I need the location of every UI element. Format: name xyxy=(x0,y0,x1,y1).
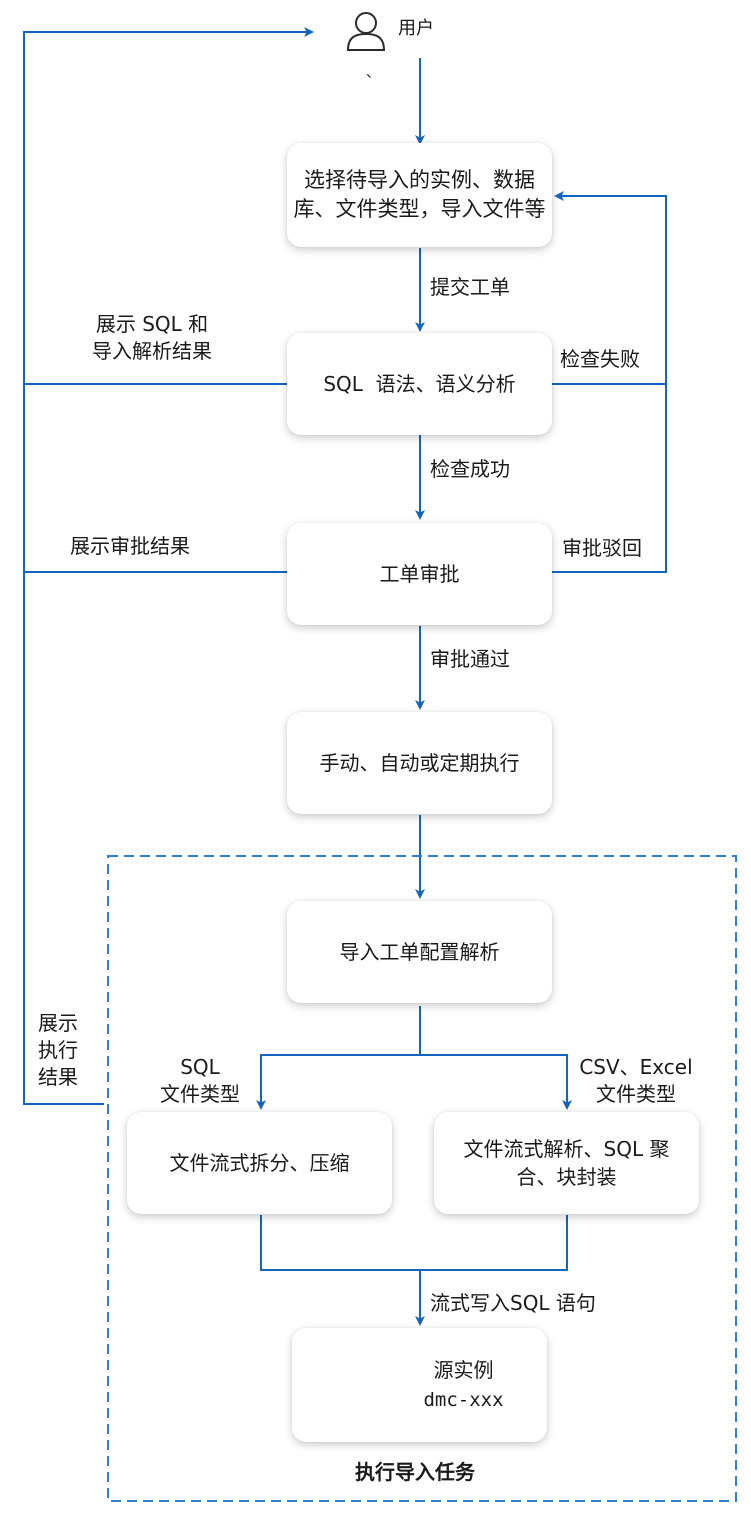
csv-type-label-line2: 文件类型 xyxy=(596,1082,676,1106)
source-instance-name: dmc-xxx xyxy=(423,1389,504,1411)
show-exec-label-line2: 执行 xyxy=(38,1038,78,1062)
split-compress-box[interactable]: 文件流式拆分、压缩 xyxy=(127,1112,392,1214)
edge-check-fail xyxy=(552,191,667,385)
show-exec-label-line3: 结果 xyxy=(38,1065,78,1089)
approve-pass-label: 审批通过 xyxy=(430,647,510,671)
edge-csv-type xyxy=(420,1054,572,1110)
source-instance-text: 源实例 dmc-xxx xyxy=(423,1355,503,1415)
select-import-label: 选择待导入的实例、数据库、文件类型，导入文件等 xyxy=(293,168,546,221)
edge-sql-type xyxy=(256,1006,421,1110)
show-exec-label-line1: 展示 xyxy=(38,1011,78,1035)
edge-approve-reject xyxy=(552,384,667,573)
check-success-label: 检查成功 xyxy=(430,457,510,481)
source-instance-title: 源实例 xyxy=(433,1358,494,1382)
execution-task-group-title: 执行导入任务 xyxy=(355,1460,475,1484)
select-import-box[interactable]: 选择待导入的实例、数据库、文件类型，导入文件等 xyxy=(287,143,552,247)
approve-reject-label: 审批驳回 xyxy=(562,536,642,560)
csv-type-label-line1: CSV、Excel xyxy=(579,1055,693,1079)
show-sql-label-line2: 导入解析结果 xyxy=(92,339,212,363)
sql-type-label-line2: 文件类型 xyxy=(160,1082,240,1106)
approval-label: 工单审批 xyxy=(379,562,460,586)
execute-label: 手动、自动或定期执行 xyxy=(319,751,520,775)
stream-write-label: 流式写入SQL 语句 xyxy=(430,1291,596,1315)
sql-type-label-line1: SQL xyxy=(180,1055,220,1079)
user-label: 用户 xyxy=(398,18,434,39)
edge-merge xyxy=(260,1215,568,1271)
check-fail-label: 检查失败 xyxy=(560,347,640,371)
execution-task-group-border xyxy=(107,855,737,1502)
submit-label: 提交工单 xyxy=(430,275,510,299)
user-mark: 、 xyxy=(366,65,380,81)
show-approval-label: 展示审批结果 xyxy=(70,534,190,558)
config-parse-box[interactable]: 导入工单配置解析 xyxy=(287,901,552,1003)
edge-show-exec xyxy=(23,27,314,1105)
split-compress-label: 文件流式拆分、压缩 xyxy=(169,1151,350,1175)
show-sql-label-line1: 展示 SQL 和 xyxy=(95,312,209,336)
parse-aggregate-label: 文件流式解析、SQL 聚合、块封装 xyxy=(463,1137,670,1189)
source-instance-box[interactable]: 源实例 dmc-xxx xyxy=(292,1328,547,1442)
user-icon xyxy=(346,12,386,51)
config-parse-label: 导入工单配置解析 xyxy=(339,940,500,964)
sql-analysis-label: SQL 语法、语义分析 xyxy=(323,372,516,396)
parse-aggregate-box[interactable]: 文件流式解析、SQL 聚合、块封装 xyxy=(434,1112,699,1214)
approval-box[interactable]: 工单审批 xyxy=(287,523,552,625)
execute-box[interactable]: 手动、自动或定期执行 xyxy=(287,712,552,814)
sql-analysis-box[interactable]: SQL 语法、语义分析 xyxy=(287,333,552,435)
